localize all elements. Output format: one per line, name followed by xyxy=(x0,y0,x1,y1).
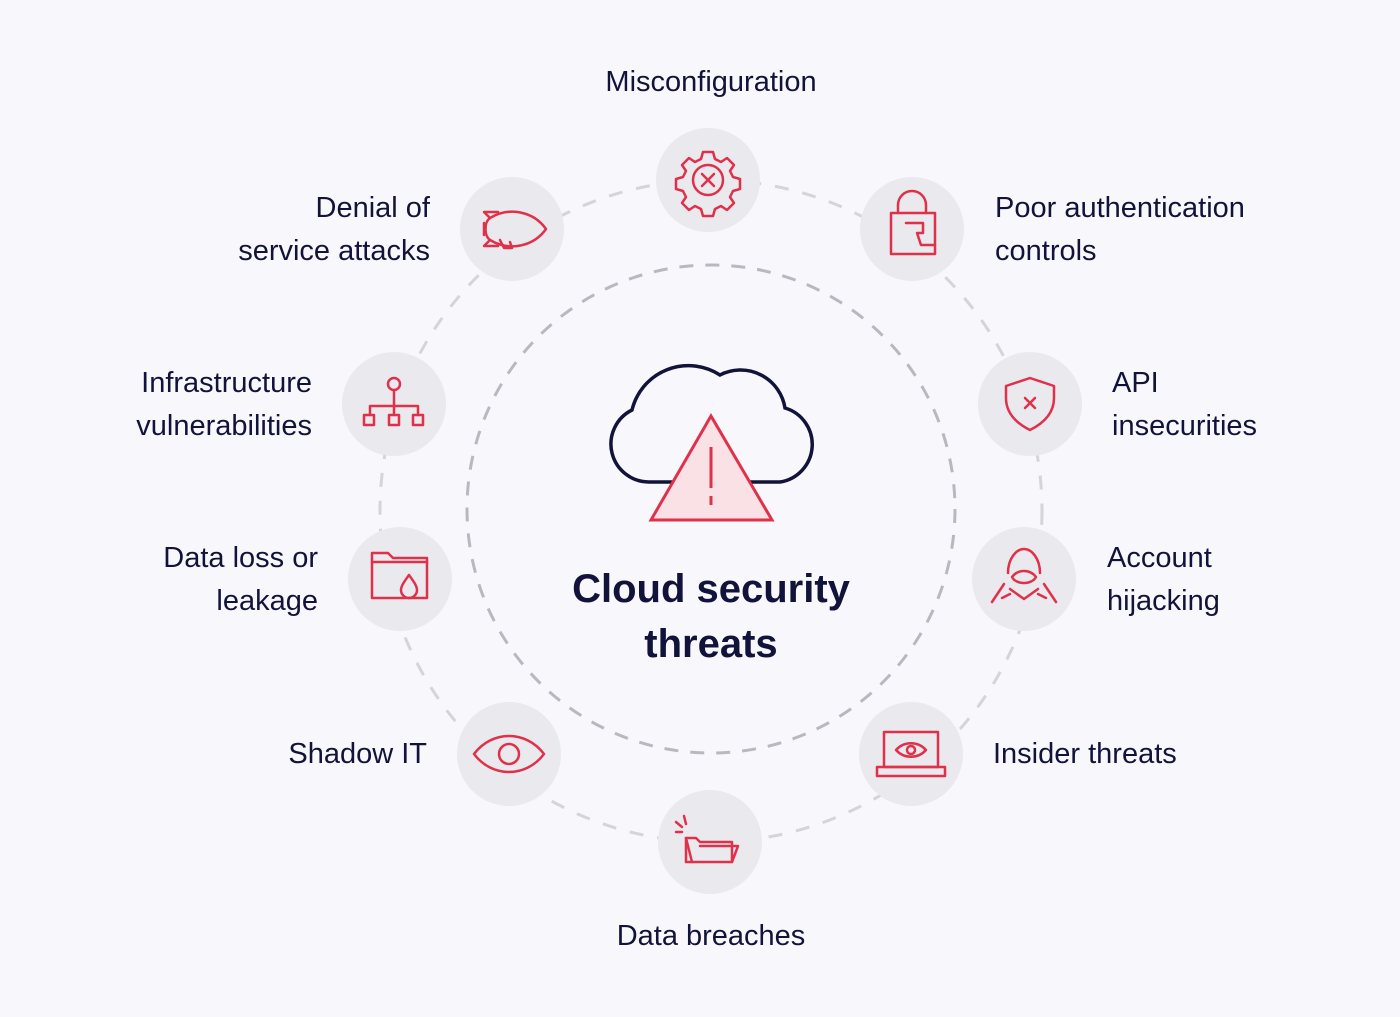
outer-dashed-ring xyxy=(378,178,1044,844)
label-data-breaches: Data breaches xyxy=(616,920,806,952)
icon-bg-poor-auth xyxy=(860,177,964,281)
center-title: Cloud security threats xyxy=(572,567,850,666)
icon-bg-shadow-it xyxy=(457,702,561,806)
broken-lock-icon xyxy=(889,189,937,256)
blimp-icon xyxy=(482,210,548,250)
shield-x-icon xyxy=(1004,376,1056,432)
cloud-warning-icon xyxy=(609,363,814,522)
hooded-hacker-icon xyxy=(990,547,1058,604)
laptop-eye-icon xyxy=(875,730,947,778)
icon-bg-account xyxy=(972,527,1076,631)
label-insider-threats: Insider threats xyxy=(993,738,1177,770)
eye-icon xyxy=(472,734,546,774)
icon-bg-dos xyxy=(460,177,564,281)
gear-x-icon xyxy=(674,150,742,218)
icon-bg-data-loss xyxy=(348,527,452,631)
label-shadow-it: Shadow IT xyxy=(288,738,427,770)
inner-dashed-ring xyxy=(465,263,957,755)
network-hierarchy-icon xyxy=(362,376,425,427)
label-misconfiguration: Misconfiguration xyxy=(605,66,817,98)
folder-drop-icon xyxy=(370,551,429,600)
open-folder-icon xyxy=(674,814,740,864)
